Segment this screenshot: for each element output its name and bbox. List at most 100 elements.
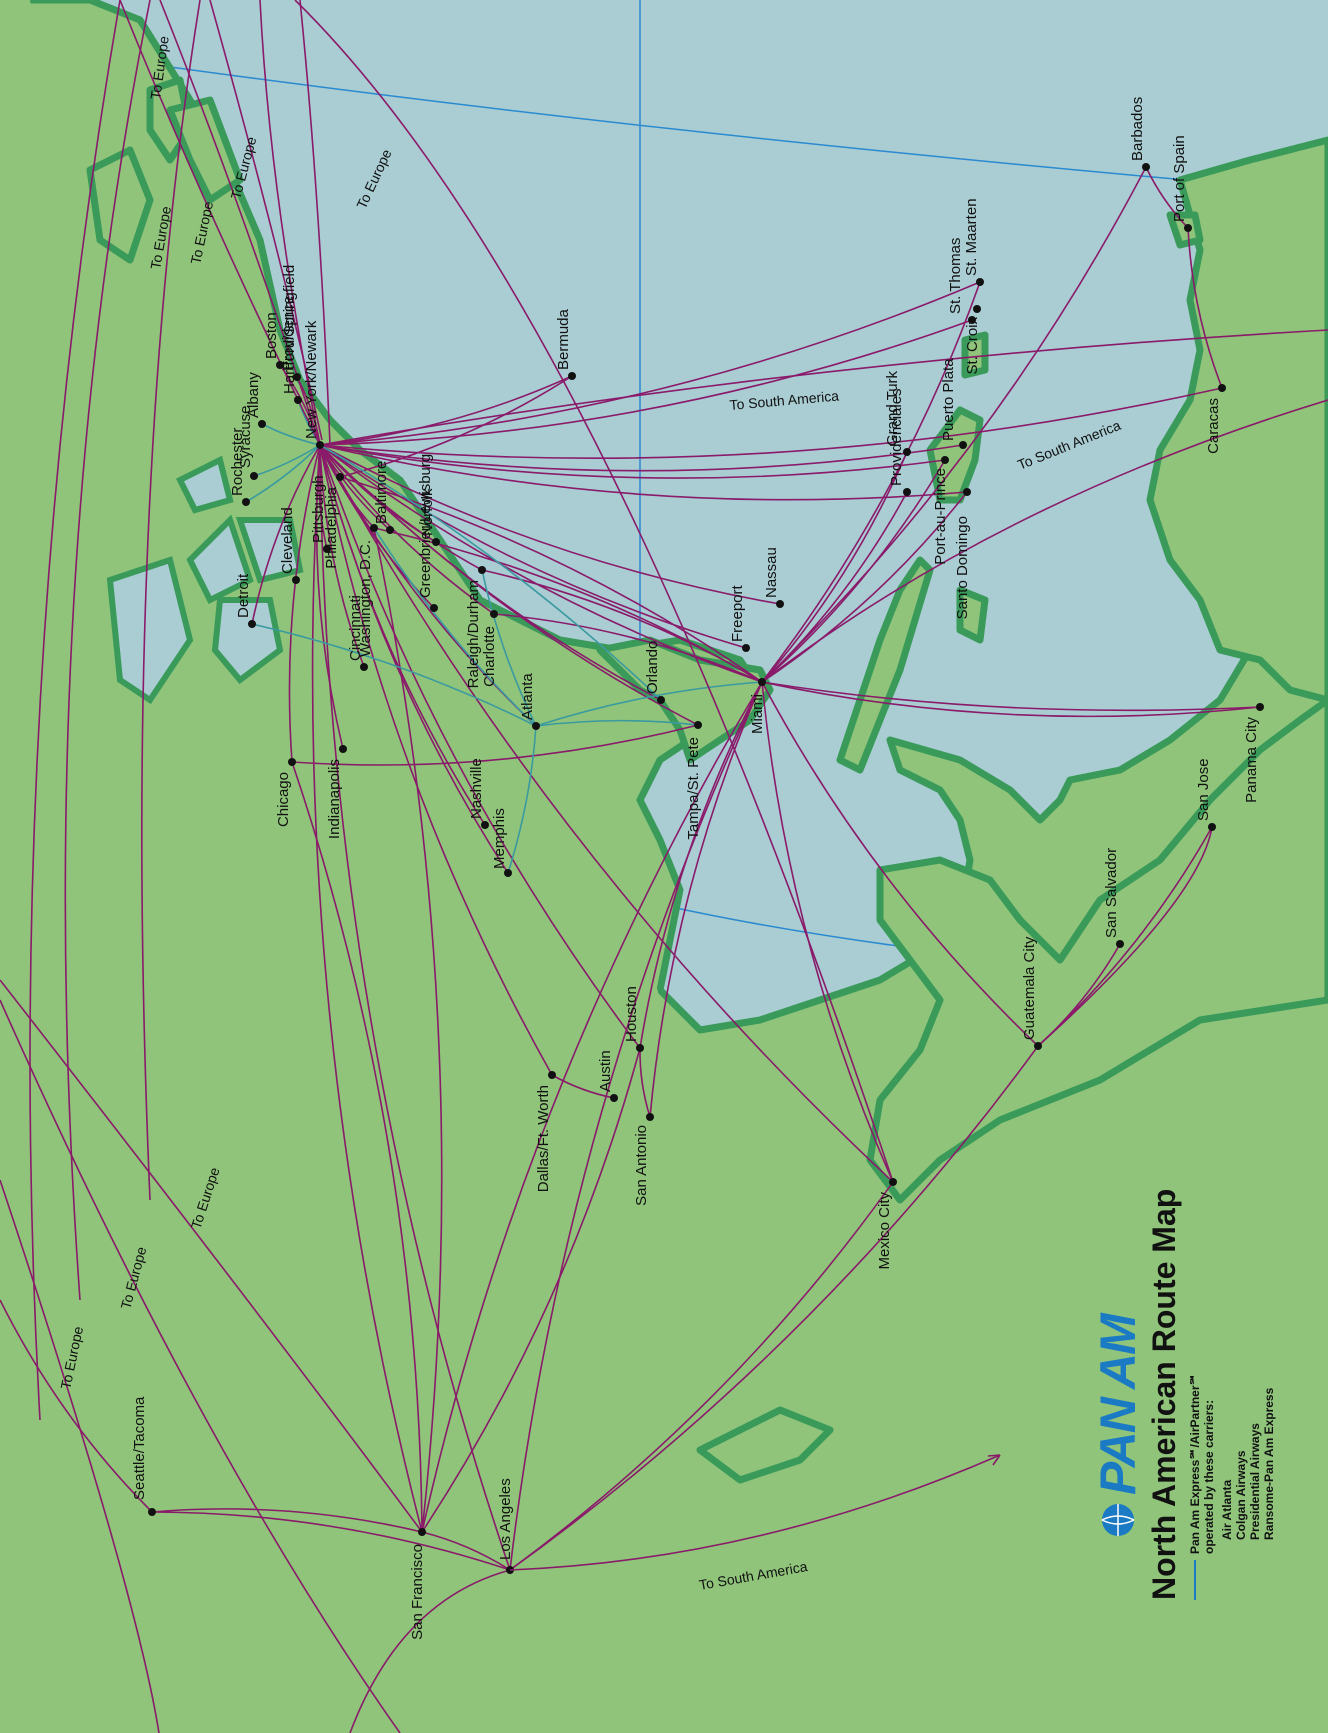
city-label-stthomas: St. Thomas — [947, 238, 964, 314]
city-label-cincinnati: Cincinnati — [347, 595, 364, 661]
carrier-1: Air Atlanta — [1220, 1479, 1234, 1540]
city-label-chicago: Chicago — [275, 772, 292, 827]
route-newyork-santodomingo — [319, 444, 968, 501]
city-marker-sanjose — [1208, 823, 1216, 831]
long-route-8 — [209, 0, 323, 441]
city-marker-detroit — [248, 620, 256, 628]
map-title: North American Route Map — [1146, 1189, 1182, 1600]
route-newyork-chicago — [288, 444, 321, 763]
route-newyork-stmaarten — [319, 281, 981, 446]
route-philadelphia-bermuda — [339, 375, 573, 478]
city-marker-barbados — [1142, 163, 1150, 171]
express-route-newyork-albany — [261, 423, 321, 446]
city-marker-boston — [276, 361, 284, 369]
route-miami-philadelphia — [339, 476, 763, 683]
route-newyork-losangeles — [319, 444, 511, 1571]
route-houston-sanantonio — [639, 1047, 651, 1118]
city-marker-rochester — [242, 498, 250, 506]
city-marker-orlando — [657, 696, 665, 704]
city-marker-tampa — [694, 721, 702, 729]
city-marker-nassau — [776, 600, 784, 608]
city-label-grandturk: Grand Turk — [884, 370, 901, 446]
city-label-mexicocity: Mexico City — [876, 1192, 893, 1270]
city-marker-bermuda — [568, 372, 576, 380]
carrier-2: Colgan Airways — [1234, 1450, 1248, 1540]
hispaniola — [926, 406, 984, 504]
long-route-16 — [761, 399, 1328, 683]
title-logo: PAN AM — [1090, 1312, 1146, 1495]
city-marker-indianapolis — [339, 745, 347, 753]
express-route-detroit-atlanta — [251, 623, 537, 727]
maritimes-3 — [166, 96, 244, 204]
long-route-1 — [64, 0, 151, 1301]
long-route-0 — [29, 0, 121, 1421]
long-route-13 — [349, 1569, 511, 1733]
route-newyork-houston — [319, 444, 641, 1049]
city-label-raleigh: Raleigh/Durham — [465, 580, 482, 688]
express-route-atlanta-raleigh — [481, 569, 537, 727]
city-label-sansalvador: San Salvador — [1103, 848, 1120, 938]
express-route-newyork-syracuse — [253, 444, 321, 477]
route-newyork-charlotte — [319, 444, 495, 615]
city-label-memphis: Memphis — [491, 808, 508, 869]
city-label-philadelphia: Philadelphia — [323, 486, 340, 568]
route-losangeles-guatemala — [509, 1045, 1039, 1571]
city-marker-panamacity — [1256, 703, 1264, 711]
city-marker-santodomingo — [963, 488, 971, 496]
city-label-guatemala: Guatemala City — [1021, 936, 1038, 1040]
route-losangeles-mexicocity — [509, 1181, 894, 1571]
route-newyork-bermuda — [319, 375, 573, 446]
city-marker-grandturk — [903, 448, 911, 456]
route-losangeles-sanfrancisco — [421, 1531, 511, 1571]
city-marker-greenbrier — [430, 604, 438, 612]
city-label-norfolk: Norfolk — [419, 488, 436, 536]
city-label-charlotte: Charlotte — [481, 626, 498, 687]
route-sanfrancisco-chicago — [291, 761, 423, 1533]
city-label-boston: Boston — [263, 312, 280, 359]
city-label-greenbrier: Greenbrier/Lewisburg — [417, 454, 434, 598]
long-route-12 — [0, 1299, 153, 1513]
city-marker-portofspain — [1184, 224, 1192, 232]
carrier-3: Presidential Airways — [1248, 1423, 1262, 1540]
city-marker-providenciales — [903, 488, 911, 496]
city-marker-houston — [636, 1044, 644, 1052]
route-sanfrancisco-seattle — [151, 1508, 423, 1533]
city-label-atlanta: Atlanta — [519, 673, 536, 720]
express-route-newyork-rochester — [245, 444, 321, 503]
route-newyork-cincinnati — [319, 444, 365, 668]
city-label-freeport: Freeport — [729, 584, 746, 642]
city-marker-pittsburgh — [323, 545, 331, 553]
city-label-detroit: Detroit — [235, 573, 252, 618]
arrow-to-south-america — [509, 1454, 1001, 1571]
city-label-sanantonio: San Antonio — [633, 1125, 650, 1206]
route-miami-losangeles — [509, 681, 763, 1571]
express-route-atlanta-tampa — [535, 719, 699, 727]
city-label-stcroix: St. Croix — [964, 317, 981, 375]
legend-text-2: operated by these carriers: — [1202, 1400, 1216, 1554]
puerto-rico — [961, 331, 989, 379]
route-miami-barbados — [761, 166, 1147, 683]
route-newyork-raleigh — [319, 444, 483, 571]
route-sanfrancisco-houston — [421, 1047, 641, 1533]
route-newyork-washington — [319, 444, 375, 529]
long-route-10 — [0, 979, 423, 1533]
city-label-pittsburgh: Pittsburgh — [310, 475, 327, 543]
long-route-15 — [319, 329, 1328, 446]
city-marker-portauprince — [941, 456, 949, 464]
city-marker-stthomas — [968, 316, 976, 324]
city-marker-austin — [610, 1094, 618, 1102]
route-newyork-portauprince — [319, 444, 946, 479]
city-label-austin: Austin — [597, 1050, 614, 1092]
city-marker-washington — [370, 524, 378, 532]
route-miami-santodomingo — [761, 491, 968, 683]
long-route-11 — [0, 999, 401, 1733]
long-route-2 — [141, 0, 201, 1201]
city-label-cleveland: Cleveland — [279, 507, 296, 574]
long-route-14 — [761, 681, 1261, 712]
title-block: PAN AM North American Route Map Pan Am E… — [1090, 1189, 1276, 1600]
route-newyork-pittsburgh — [317, 444, 328, 550]
city-label-houston: Houston — [623, 986, 640, 1042]
city-marker-nashville — [481, 821, 489, 829]
city-label-dallas: Dallas/Ft. Worth — [535, 1085, 552, 1192]
route-newyork-puertoplata — [319, 444, 964, 472]
